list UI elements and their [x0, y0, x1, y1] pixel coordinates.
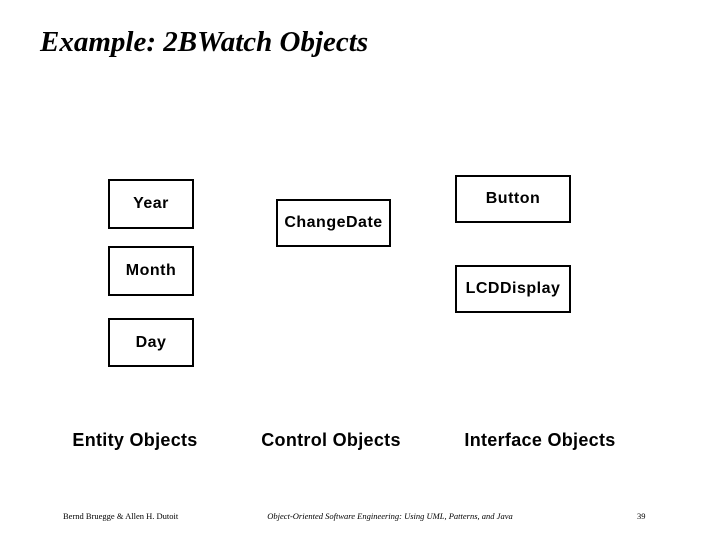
object-box-label-year: Year [133, 195, 169, 212]
object-box-day: Day [108, 318, 194, 367]
object-box-button: Button [455, 175, 571, 223]
object-box-label-lcddisplay: LCDDisplay [465, 280, 561, 297]
column-label-control-objects: Control Objects [261, 430, 401, 450]
object-box-label-changedate: ChangeDate [284, 214, 383, 231]
column-label-interface-objects: Interface Objects [464, 430, 616, 450]
object-box-year: Year [108, 179, 194, 229]
object-box-label-button: Button [485, 190, 541, 207]
object-box-month: Month [108, 246, 194, 296]
object-box-label-month: Month [125, 262, 177, 279]
footer-page-number: 39 [637, 511, 646, 521]
object-box-lcddisplay: LCDDisplay [455, 265, 571, 313]
footer-authors: Bernd Bruegge & Allen H. Dutoit [63, 511, 179, 521]
column-label-entity-objects: Entity Objects [72, 430, 198, 450]
object-box-label-day: Day [135, 333, 167, 351]
object-box-changedate: ChangeDate [276, 199, 391, 247]
footer-book-title: Object-Oriented Software Engineering: Us… [267, 511, 513, 521]
slide-title: Example: 2BWatch Objects [40, 26, 369, 58]
